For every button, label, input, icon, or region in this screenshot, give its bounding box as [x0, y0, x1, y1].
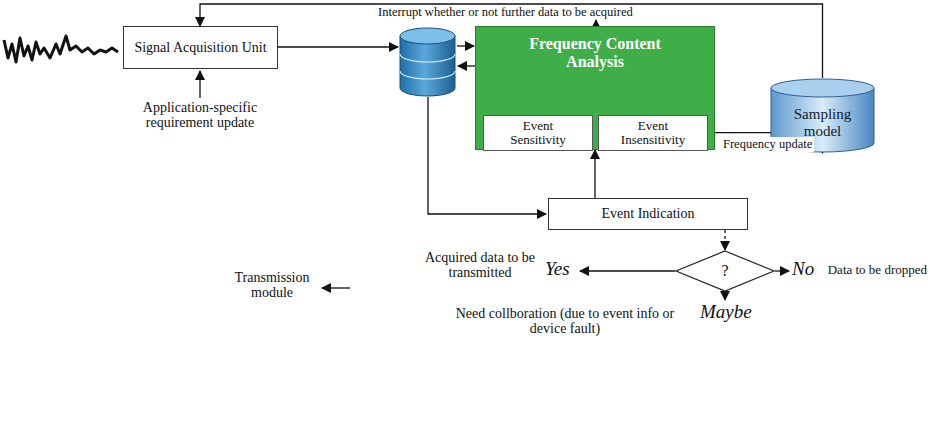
process-box: Event Indication	[548, 198, 748, 230]
node-text: Sampling model	[783, 106, 863, 140]
decision-label: Maybe	[700, 302, 752, 323]
connector-arrow	[724, 230, 725, 250]
module-label: Transmission module	[222, 270, 322, 301]
box-title: Frequency Content Analysis	[505, 35, 685, 72]
sub-box: Event Sensitivity	[483, 115, 593, 151]
connector-arrow	[715, 133, 823, 153]
input-label: Application-specific requirement update	[130, 100, 270, 131]
sub-box: Event Insensitivity	[598, 115, 708, 151]
decision-diamond: ?	[675, 250, 775, 292]
node-text: Signal Acquisition Unit	[134, 40, 266, 56]
decision-label: Yes	[545, 259, 570, 280]
node-text: Event Sensitivity	[497, 119, 579, 146]
signal-waveform	[4, 36, 118, 62]
outcome-label: Data to be dropped	[828, 263, 927, 277]
analysis-box: Frequency Content AnalysisEvent Sensitiv…	[475, 26, 715, 150]
connector-arrow	[594, 150, 595, 198]
node-text: Event Indication	[602, 206, 695, 222]
database-cylinder	[400, 28, 455, 96]
edge-label: Frequency update	[721, 137, 814, 152]
outcome-label: Need collboration (due to event info or …	[445, 306, 685, 337]
process-box: Signal Acquisition Unit	[123, 26, 278, 69]
node-text: Event Insensitivity	[612, 119, 694, 146]
note-label: Interrupt whether or not further data to…	[378, 6, 633, 20]
flow-arrows	[200, 20, 789, 300]
node-text: ?	[721, 262, 728, 280]
decision-label: No	[792, 259, 814, 280]
outcome-label: Acquired data to be transmitted	[425, 250, 535, 281]
